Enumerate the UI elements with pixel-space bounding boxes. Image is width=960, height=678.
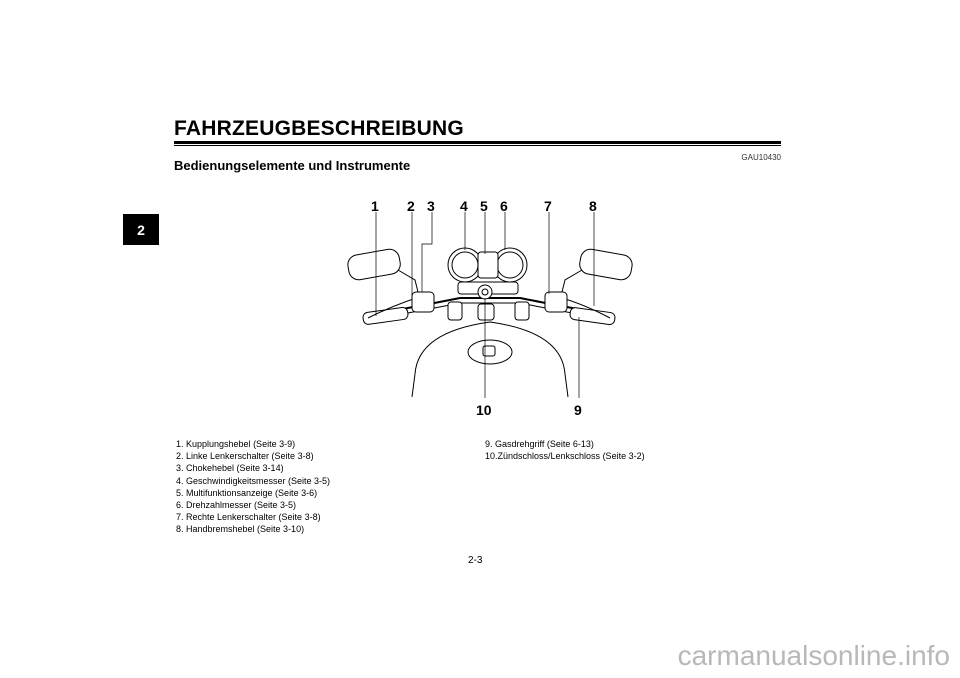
legend-right: 9. Gasdrehgriff (Seite 6-13) 10.Zündschl… <box>485 438 645 462</box>
callout-9: 9 <box>574 402 582 418</box>
watermark-text: carmanualsonline.info <box>677 640 950 671</box>
callout-2: 2 <box>407 198 415 214</box>
header-rule-thick <box>174 141 781 144</box>
speedometer <box>447 247 483 283</box>
legend-item: 5. Multifunktionsanzeige (Seite 3-6) <box>176 487 318 498</box>
legend-item: 7. Rechte Lenkerschalter (Seite 3-8) <box>176 512 321 523</box>
legend-left: 1. Kupplungshebel (Seite 3-9) 2. Linke L… <box>176 438 330 536</box>
chapter-tab: 2 <box>123 214 159 245</box>
left-switch-housing <box>411 291 435 313</box>
ignition-switch <box>477 284 493 300</box>
callout-4: 4 <box>460 198 468 214</box>
doc-code: GAU10430 <box>741 153 781 162</box>
multifunction-display <box>477 251 499 279</box>
page-number: 2-3 <box>468 555 483 566</box>
callout-6: 6 <box>500 198 508 214</box>
right-switch-housing <box>544 291 568 313</box>
legend-item: 1. Kupplungshebel (Seite 3-9) <box>176 439 296 449</box>
fuel-cap <box>467 339 513 365</box>
legend-item: 2. Linke Lenkerschalter (Seite 3-8) <box>176 451 314 462</box>
callout-1: 1 <box>371 198 379 214</box>
left-mirror <box>347 248 401 281</box>
callout-10: 10 <box>476 402 492 418</box>
handlebar-illustration: 1 2 3 4 5 6 7 8 9 10 <box>347 198 633 418</box>
callout-7: 7 <box>544 198 552 214</box>
legend-item: 10.Zündschloss/Lenkschloss (Seite 3-2) <box>485 451 645 462</box>
section-title: Bedienungselemente und Instrumente <box>174 158 411 173</box>
legend-item: 8. Handbremshebel (Seite 3-10) <box>176 524 305 535</box>
fuel-tank <box>414 321 566 375</box>
header-rule-thin <box>174 145 781 146</box>
legend-item: 9. Gasdrehgriff (Seite 6-13) <box>485 439 594 449</box>
legend-item: 6. Drehzahlmesser (Seite 3-5) <box>176 500 297 511</box>
chapter-title: FAHRZEUGBESCHREIBUNG <box>174 117 464 140</box>
legend-item: 3. Chokehebel (Seite 3-14) <box>176 463 284 474</box>
callout-5: 5 <box>480 198 488 214</box>
right-mirror <box>579 248 633 281</box>
callout-3: 3 <box>427 198 435 214</box>
chapter-tab-number: 2 <box>137 221 145 238</box>
legend-item: 4. Geschwindigkeitsmesser (Seite 3-5) <box>176 475 331 486</box>
callout-8: 8 <box>589 198 597 214</box>
